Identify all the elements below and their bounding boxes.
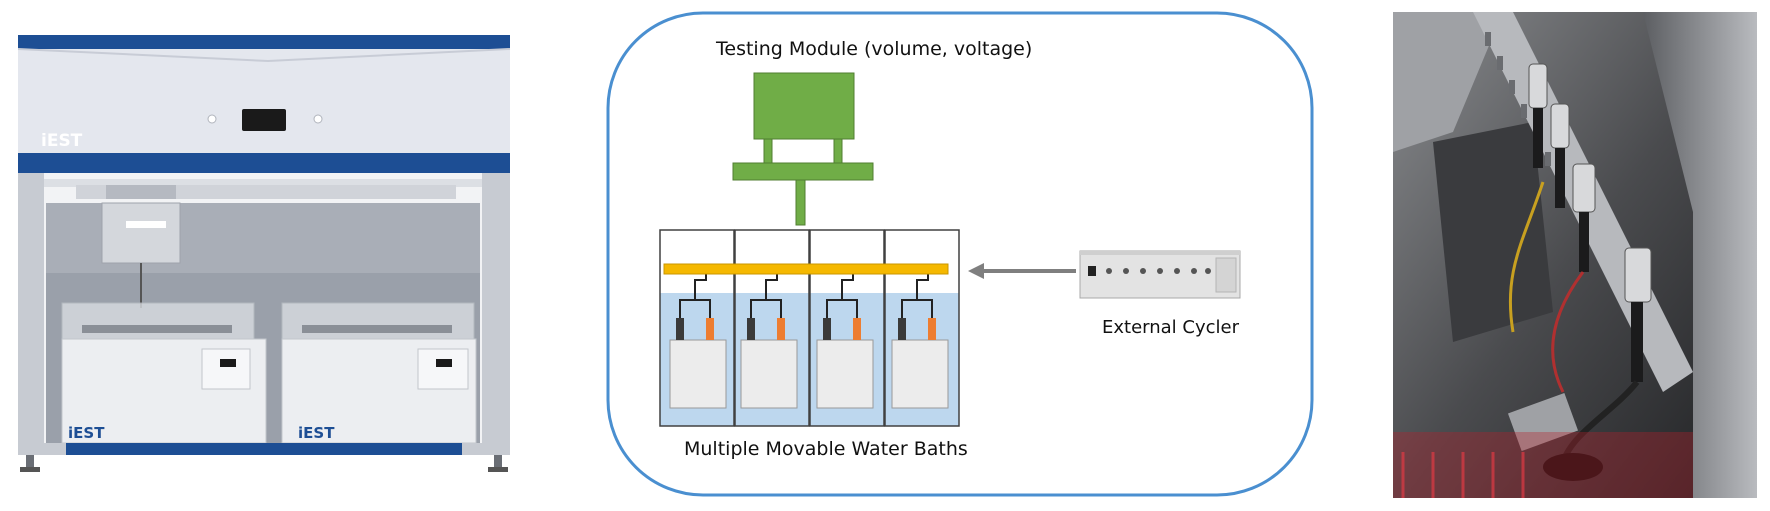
schematic-diagram: Testing Module (volume, voltage) Externa… <box>596 0 1336 511</box>
testing-module-label: Testing Module (volume, voltage) <box>716 38 1033 60</box>
external-cycler-device <box>1079 250 1241 299</box>
external-cycler-label: External Cycler <box>1102 317 1239 338</box>
water-bath-3 <box>809 229 885 427</box>
chamber-right-wall <box>1643 12 1757 498</box>
water-bath-2 <box>734 229 810 427</box>
water-bath-4 <box>884 229 960 427</box>
testing-module-probe <box>795 179 806 226</box>
water-baths-label: Multiple Movable Water Baths <box>684 438 968 460</box>
cycler-arrow-head <box>968 263 984 279</box>
probe-closeup-illustration <box>1393 12 1757 498</box>
brand-logo-top: iEST <box>41 131 83 151</box>
schematic-svg <box>606 11 1314 497</box>
connection-bus-bar <box>663 263 949 275</box>
left-pillar <box>18 173 44 455</box>
brand-logo-bath-2: iEST <box>298 424 335 442</box>
probe-connectors <box>1528 63 1652 382</box>
control-screen <box>242 109 286 131</box>
machine-photo: iEST iEST iEST <box>16 33 512 473</box>
probe-head <box>101 202 181 264</box>
brand-logo-bath-1: iEST <box>68 424 105 442</box>
probe-closeup-photo <box>1393 12 1757 498</box>
red-light-glow <box>1393 432 1693 498</box>
testing-module-box <box>753 72 855 140</box>
brand-band <box>18 153 510 173</box>
base-band <box>66 443 462 455</box>
machine-illustration: iEST iEST iEST <box>17 35 511 472</box>
right-pillar <box>482 173 510 455</box>
canopy-panel <box>18 49 510 153</box>
testing-module-rail <box>732 162 874 181</box>
water-bath-1 <box>659 229 735 427</box>
